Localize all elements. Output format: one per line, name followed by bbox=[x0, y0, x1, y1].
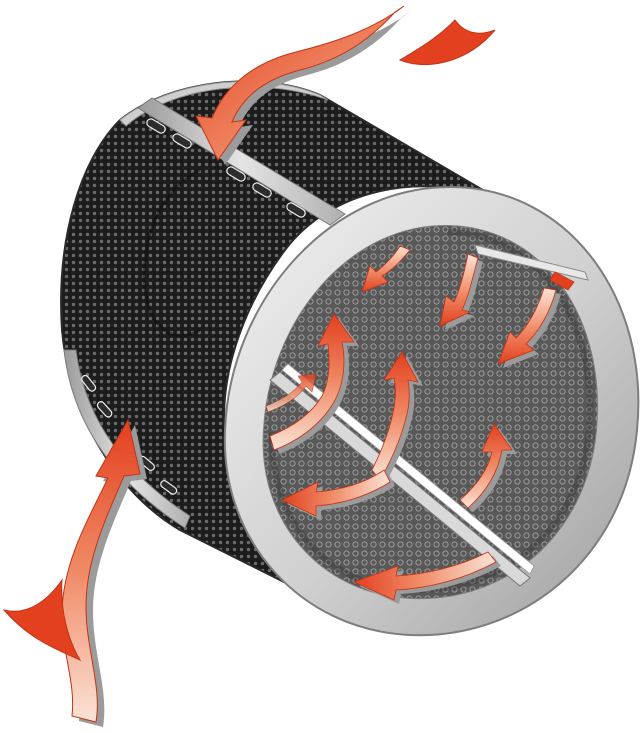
arrow-intake-bottom-left bbox=[4, 420, 147, 727]
arrow-tail-flag bbox=[400, 20, 495, 65]
